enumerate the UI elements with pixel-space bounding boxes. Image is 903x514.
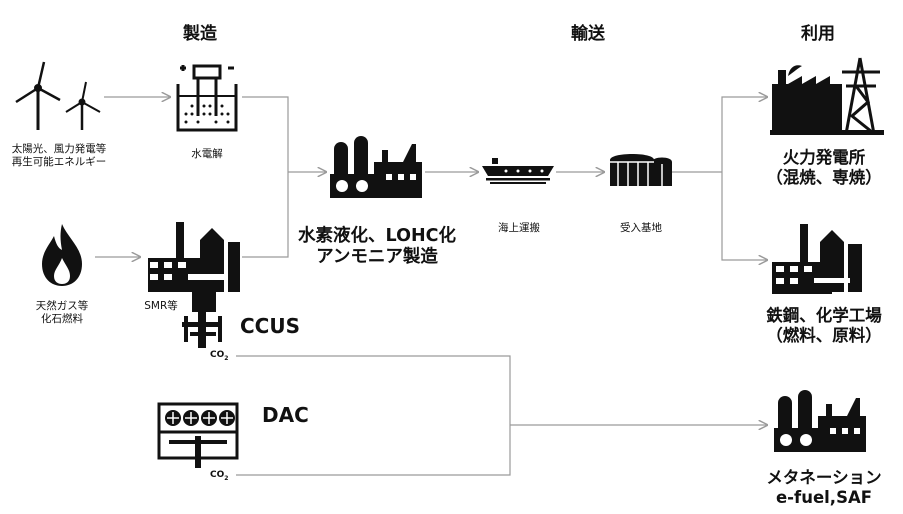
industry-label-line2: （燃料、原料） — [766, 326, 882, 345]
natural-gas-label: 天然ガス等 化石燃料 — [14, 300, 110, 326]
stage-header-production: 製造 — [183, 24, 217, 44]
arrow-to-industry — [721, 172, 767, 260]
co2-text: CO — [210, 350, 225, 360]
synfuel-label-line1: メタネーション — [766, 468, 882, 487]
smr-label: SMR等 — [144, 300, 178, 312]
natural-gas-label-line1: 天然ガス等 — [35, 300, 89, 312]
conversion-label-line2: アンモニア製造 — [316, 247, 438, 267]
ccus-label: CCUS — [240, 314, 300, 338]
dac-label: DAC — [262, 403, 309, 427]
line-ccus-co2 — [236, 355, 511, 425]
conversion-label: 水素液化、LOHC化 アンモニア製造 — [292, 226, 462, 268]
industry-label-line1: 鉄鋼、化学工場 — [766, 306, 882, 325]
terminal-label: 受入基地 — [620, 222, 662, 234]
co2-label-dac: CO2 — [210, 470, 228, 482]
arrow-to-power — [721, 97, 767, 172]
renewable-label-line2: 再生可能エネルギー — [11, 156, 107, 168]
steel-chemical-factory-icon — [772, 224, 862, 294]
synthetic-fuel-plant-icon — [774, 390, 866, 452]
storage-tank-icon — [610, 154, 672, 186]
line-dac-co2 — [236, 425, 511, 476]
industry-label: 鉄鋼、化学工場 （燃料、原料） — [752, 306, 896, 346]
co2-text: CO — [210, 470, 225, 480]
conversion-plant-icon — [330, 136, 422, 198]
power-plant-label: 火力発電所 （混焼、専焼） — [752, 148, 896, 188]
smr-plant-icon — [148, 222, 240, 348]
renewable-label: 太陽光、風力発電等 再生可能エネルギー — [0, 143, 118, 169]
stage-header-transport: 輸送 — [571, 24, 605, 44]
power-plant-icon — [770, 57, 884, 135]
electrolyzer-icon — [176, 64, 238, 132]
co2-label-ccus: CO2 — [210, 350, 228, 362]
co2-subscript: 2 — [224, 474, 229, 482]
electrolysis-label: 水電解 — [191, 148, 223, 160]
dac-unit-icon — [157, 402, 239, 468]
synfuel-label-line2: e-fuel,SAF — [775, 488, 872, 507]
wind-turbine-icon — [15, 61, 101, 130]
co2-subscript: 2 — [224, 354, 229, 362]
natural-gas-label-line2: 化石燃料 — [41, 313, 83, 325]
tanker-ship-icon — [482, 158, 554, 184]
power-plant-label-line1: 火力発電所 — [782, 148, 866, 167]
conversion-label-line1: 水素液化、LOHC化 — [298, 226, 456, 246]
shipping-label: 海上運搬 — [498, 222, 540, 234]
synfuel-label: メタネーション e-fuel,SAF — [744, 468, 903, 508]
flame-icon — [42, 224, 82, 286]
power-plant-label-line2: （混焼、専焼） — [766, 168, 882, 187]
renewable-label-line1: 太陽光、風力発電等 — [11, 143, 107, 155]
line-electrolysis-merge — [242, 96, 289, 258]
stage-header-use: 利用 — [801, 24, 835, 44]
